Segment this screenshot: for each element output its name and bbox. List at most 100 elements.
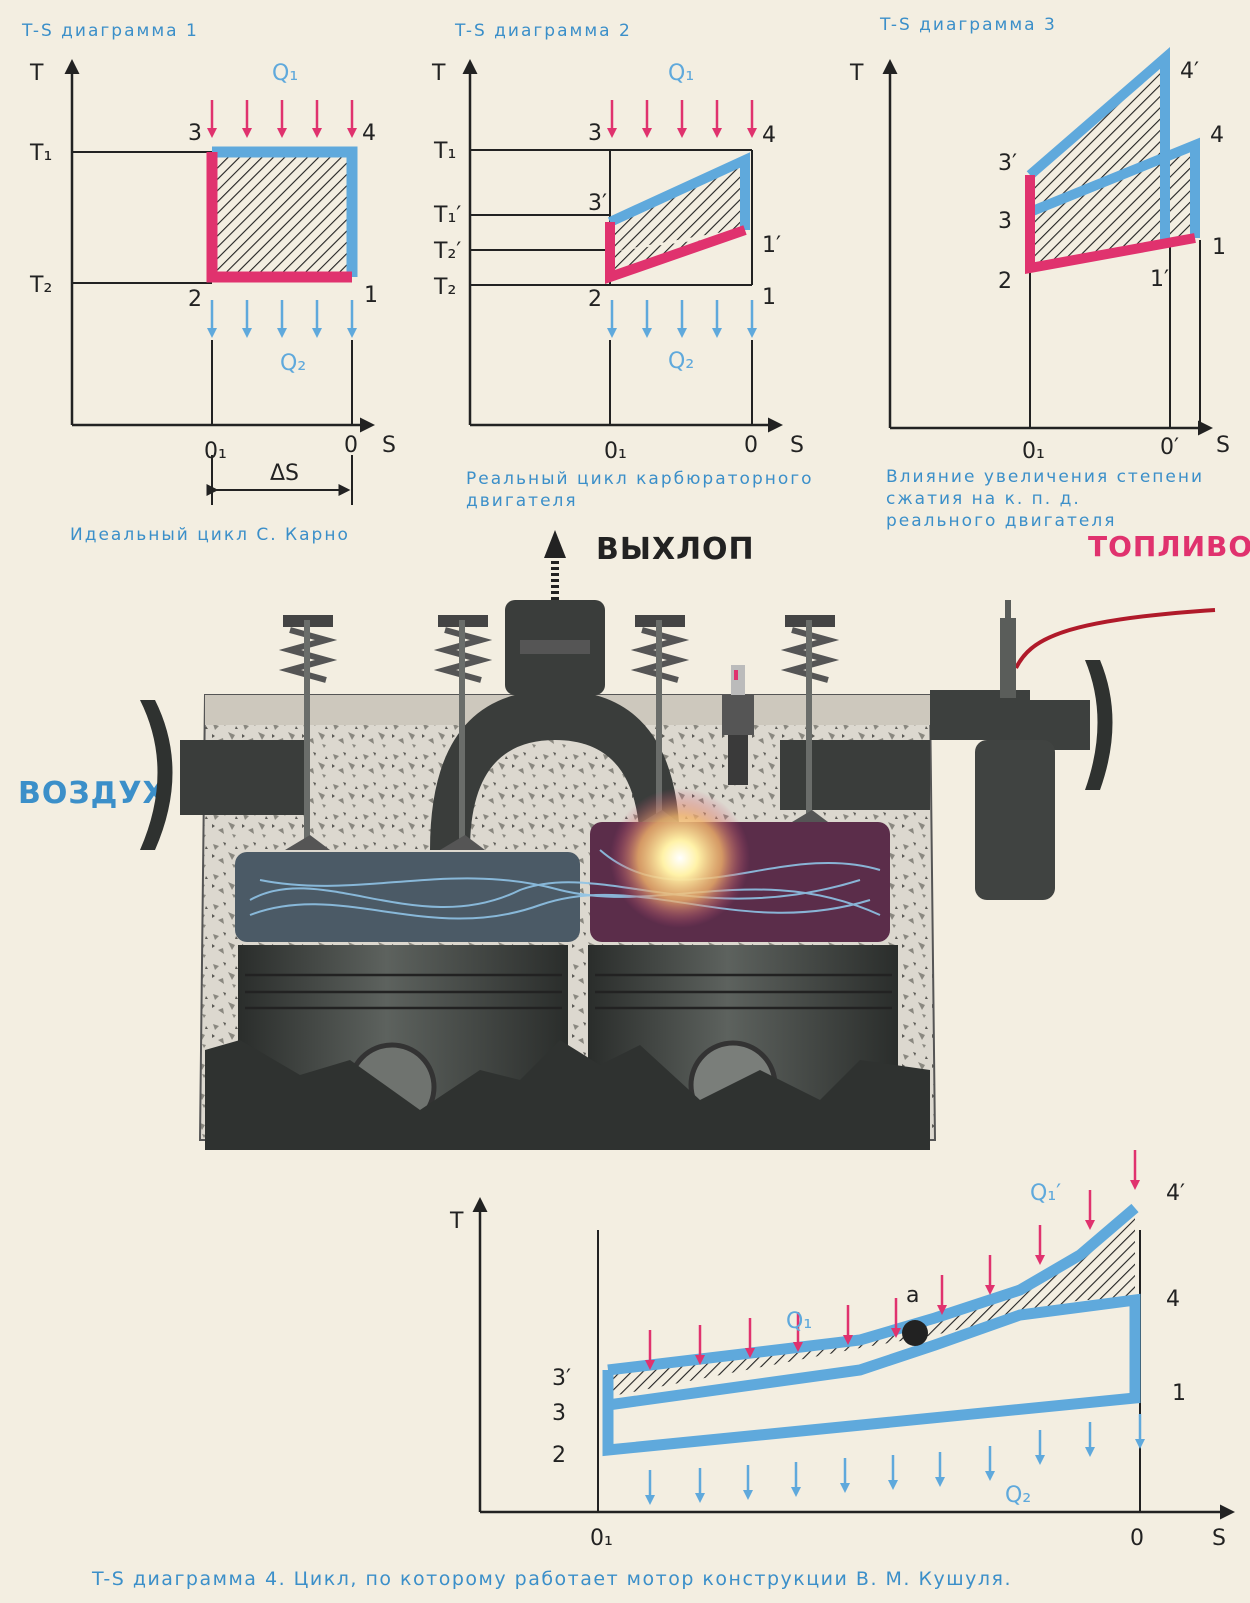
diagram3-high-compression-path [1026, 47, 1170, 240]
diagram1-point-3: 3 [188, 121, 202, 146]
diagram4-point-2: 2 [552, 1443, 566, 1468]
diagram3-point-4p: 4′ [1180, 59, 1199, 84]
diagram3-point-3p: 3′ [998, 151, 1017, 176]
diagram4-s-axis-label: S [1212, 1526, 1226, 1551]
carburetor-flange [1085, 660, 1113, 790]
diagram1-q2-arrows [207, 300, 357, 338]
air-label: ВОЗДУХ [18, 776, 167, 811]
diagram3-title: T-S диаграмма 3 [880, 15, 1057, 35]
diagram3-caption-line3: реального двигателя [886, 511, 1117, 531]
diagram1-title: T-S диаграмма 1 [22, 21, 199, 41]
diagram2-work-area [610, 160, 745, 252]
diagram4-cycle-loop [602, 1293, 1141, 1457]
diagram4-q2-arrows [645, 1414, 1145, 1505]
diagram1-q1-arrows [207, 100, 357, 138]
diagram1-t1-label: T₁ [29, 141, 52, 166]
valve-assemblies [278, 615, 840, 850]
diagram4-point-4: 4 [1166, 1287, 1180, 1312]
diagram1-delta-s-label: ΔS [270, 461, 299, 486]
diagram2-point-3: 3 [588, 121, 602, 146]
diagram4-point-3p: 3′ [552, 1366, 571, 1391]
valve-2 [433, 615, 493, 850]
diagram4: T S 3′ 3 2 a 4′ 4 1 0₁ 0 Q₁ Q₁′ Q₂ [449, 1150, 1235, 1551]
diagram1-point-2: 2 [188, 287, 202, 312]
diagram4-point-a: a [906, 1283, 919, 1308]
diagram1-s-axis-label: S [382, 433, 396, 458]
diagram1-t2-label: T₂ [29, 273, 52, 298]
diagram3: T S 3′ 3 2 4′ 4 1 1′ 0₁ 0′ [849, 47, 1230, 464]
diagram1-o1-label: 0₁ [204, 439, 227, 464]
diagram3-point-3: 3 [998, 209, 1012, 234]
valve-1 [278, 615, 338, 850]
diagram2-t2-label: T₂ [433, 275, 456, 300]
diagram2-o1-label: 0₁ [604, 439, 627, 464]
diagram3-base-path [1028, 137, 1200, 238]
diagram2: T S T₁ T₁′ T₂′ T₂ 3 3′ 4 1′ 2 1 0₁ 0 Q₁ … [431, 59, 804, 464]
diagram3-caption-line1: Влияние увеличения степени [886, 467, 1205, 487]
diagram2-point-2: 2 [588, 287, 602, 312]
diagram2-caption-line1: Реальный цикл карбюраторного [466, 469, 814, 489]
diagram2-heat-out-path [605, 222, 747, 285]
diagram4-upper-path [607, 1203, 1139, 1376]
diagram4-o1-label: 0₁ [590, 1526, 613, 1551]
diagram3-t-axis-label: T [849, 61, 864, 86]
diagram3-point-1: 1 [1212, 235, 1226, 260]
diagram1-work-area [212, 152, 352, 277]
exhaust-arrow-icon [544, 530, 566, 558]
diagram1-point-4: 4 [362, 121, 376, 146]
fuel-line [1014, 608, 1216, 669]
diagram2-q1-arrows [607, 100, 757, 138]
diagram3-point-4: 4 [1210, 123, 1224, 148]
diagram2-heat-in-path [607, 152, 750, 230]
diagram1-caption: Идеальный цикл С. Карно [70, 525, 350, 545]
diagram2-point-1: 1 [762, 285, 776, 310]
diagram4-point-a-marker [902, 1320, 928, 1346]
diagram3-heat-out-path [1025, 175, 1196, 274]
diagram3-o1-label: 0₁ [1022, 439, 1045, 464]
diagram1-q1-label: Q₁ [272, 61, 298, 86]
diagram2-s-axis-label: S [790, 433, 804, 458]
exhaust-label: ВЫХЛОП [596, 532, 755, 567]
diagram1-point-1: 1 [364, 283, 378, 308]
intake-flange [140, 700, 173, 850]
diagram1-t-axis-label: T [29, 61, 44, 86]
diagram2-title: T-S диаграмма 2 [455, 21, 632, 41]
left-combustion-chamber [235, 852, 580, 942]
diagram3-point-2: 2 [998, 269, 1012, 294]
diagram1-q2-label: Q₂ [280, 351, 306, 376]
diagram3-op-label: 0′ [1160, 435, 1179, 460]
diagram4-t-axis-label: T [449, 1209, 464, 1234]
diagram4-q1-label: Q₁ [786, 1309, 812, 1334]
diagram4-o-label: 0 [1130, 1526, 1144, 1551]
diagram4-work-area [612, 1210, 1135, 1396]
diagram4-q1p-label: Q₁′ [1030, 1181, 1061, 1206]
diagram3-point-1p: 1′ [1150, 267, 1169, 292]
diagram2-point-4: 4 [762, 123, 776, 148]
ignition-flash [610, 788, 750, 928]
diagram4-point-1: 1 [1172, 1381, 1186, 1406]
diagram1: T S T₁ T₂ 3 4 2 1 0₁ 0 ΔS Q₁ Q₂ [29, 59, 396, 505]
diagram2-t2p-label: T₂′ [433, 239, 461, 264]
valve-4 [780, 615, 840, 825]
diagram3-work-area [1030, 58, 1165, 265]
engine-illustration [140, 530, 1216, 1150]
diagram2-q1-label: Q₁ [668, 61, 694, 86]
diagram2-point-1p: 1′ [762, 233, 781, 258]
diagram2-t1-label: T₁ [433, 139, 456, 164]
diagram3-caption-line2: сжатия на к. п. д. [886, 489, 1081, 509]
fuel-label: ТОПЛИВО [1088, 530, 1250, 563]
exhaust-manifold [430, 690, 680, 850]
carburetor-float-chamber [975, 740, 1055, 900]
diagram1-o-label: 0 [344, 433, 358, 458]
diagram4-q1-arrows [645, 1150, 1140, 1370]
diagram4-q2-label: Q₂ [1005, 1483, 1031, 1508]
diagram1-heat-in-path [212, 146, 358, 277]
diagram4-point-3: 3 [552, 1401, 566, 1426]
diagram2-caption-line2: двигателя [466, 491, 578, 511]
diagram2-t-axis-label: T [431, 61, 446, 86]
diagram4-point-4p: 4′ [1166, 1181, 1185, 1206]
diagram2-t1p-label: T₁′ [433, 203, 461, 228]
diagram1-heat-out-path [206, 152, 352, 283]
spark-plug [722, 665, 754, 785]
